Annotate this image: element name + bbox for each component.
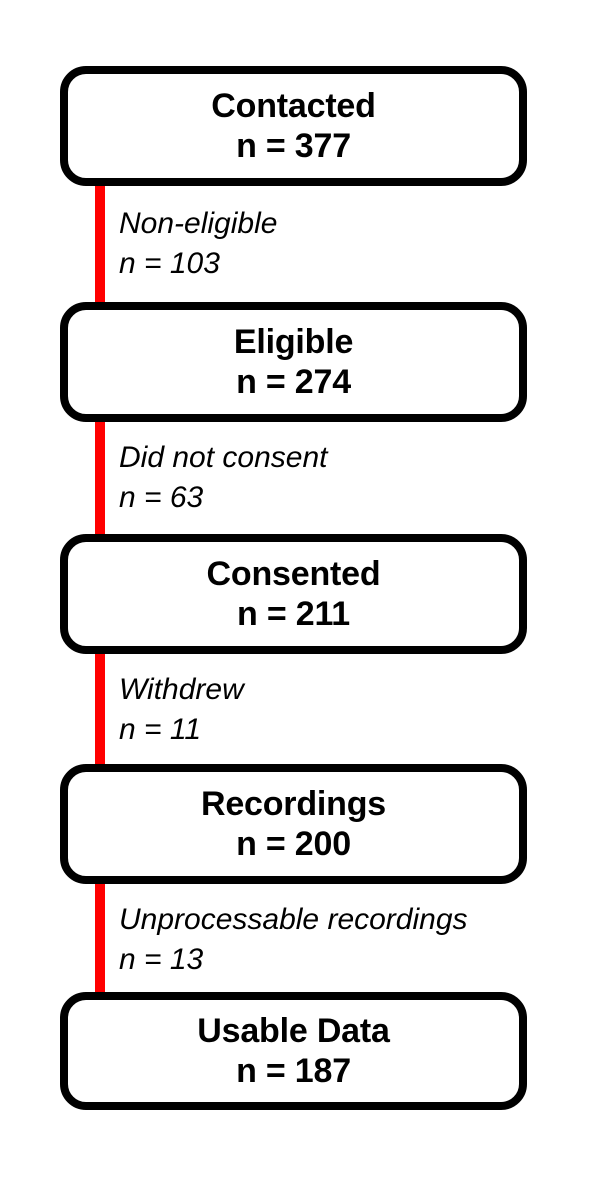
- flow-node-title: Consented: [206, 554, 381, 593]
- flow-node-consented[interactable]: Consented n = 211: [60, 534, 527, 654]
- flow-node-count: n = 200: [236, 825, 351, 863]
- flow-node-count: n = 274: [236, 363, 351, 401]
- connector-line-1: [95, 182, 105, 306]
- flow-edge-unprocessable-recordings: Unprocessable recordings n = 13: [119, 900, 468, 979]
- flow-edge-reason: Did not consent: [119, 441, 328, 474]
- flow-node-recordings[interactable]: Recordings n = 200: [60, 764, 527, 884]
- connector-line-3: [95, 646, 105, 768]
- connector-line-4: [95, 876, 105, 996]
- flow-edge-count: n = 13: [119, 942, 204, 976]
- flow-edge-did-not-consent: Did not consent n = 63: [119, 438, 327, 517]
- flow-edge-non-eligible: Non-eligible n = 103: [119, 204, 277, 283]
- flow-node-count: n = 187: [236, 1052, 351, 1090]
- flow-edge-withdrew: Withdrew n = 11: [119, 670, 244, 749]
- flow-node-title: Contacted: [211, 86, 376, 125]
- flow-node-count: n = 211: [237, 595, 350, 633]
- flow-node-eligible[interactable]: Eligible n = 274: [60, 302, 527, 422]
- flow-edge-count: n = 103: [119, 246, 220, 280]
- flow-edge-reason: Withdrew: [119, 673, 244, 706]
- flow-node-usable-data[interactable]: Usable Data n = 187: [60, 992, 527, 1110]
- flow-edge-count: n = 63: [119, 480, 204, 514]
- flow-node-contacted[interactable]: Contacted n = 377: [60, 66, 527, 186]
- flow-node-title: Eligible: [233, 322, 354, 361]
- flow-edge-reason: Non-eligible: [119, 207, 278, 240]
- flow-edge-reason: Unprocessable recordings: [119, 903, 468, 936]
- flow-node-count: n = 377: [236, 127, 351, 165]
- flow-node-title: Usable Data: [197, 1011, 390, 1050]
- connector-line-2: [95, 414, 105, 538]
- flow-edge-count: n = 11: [119, 712, 202, 746]
- flow-node-title: Recordings: [200, 784, 387, 823]
